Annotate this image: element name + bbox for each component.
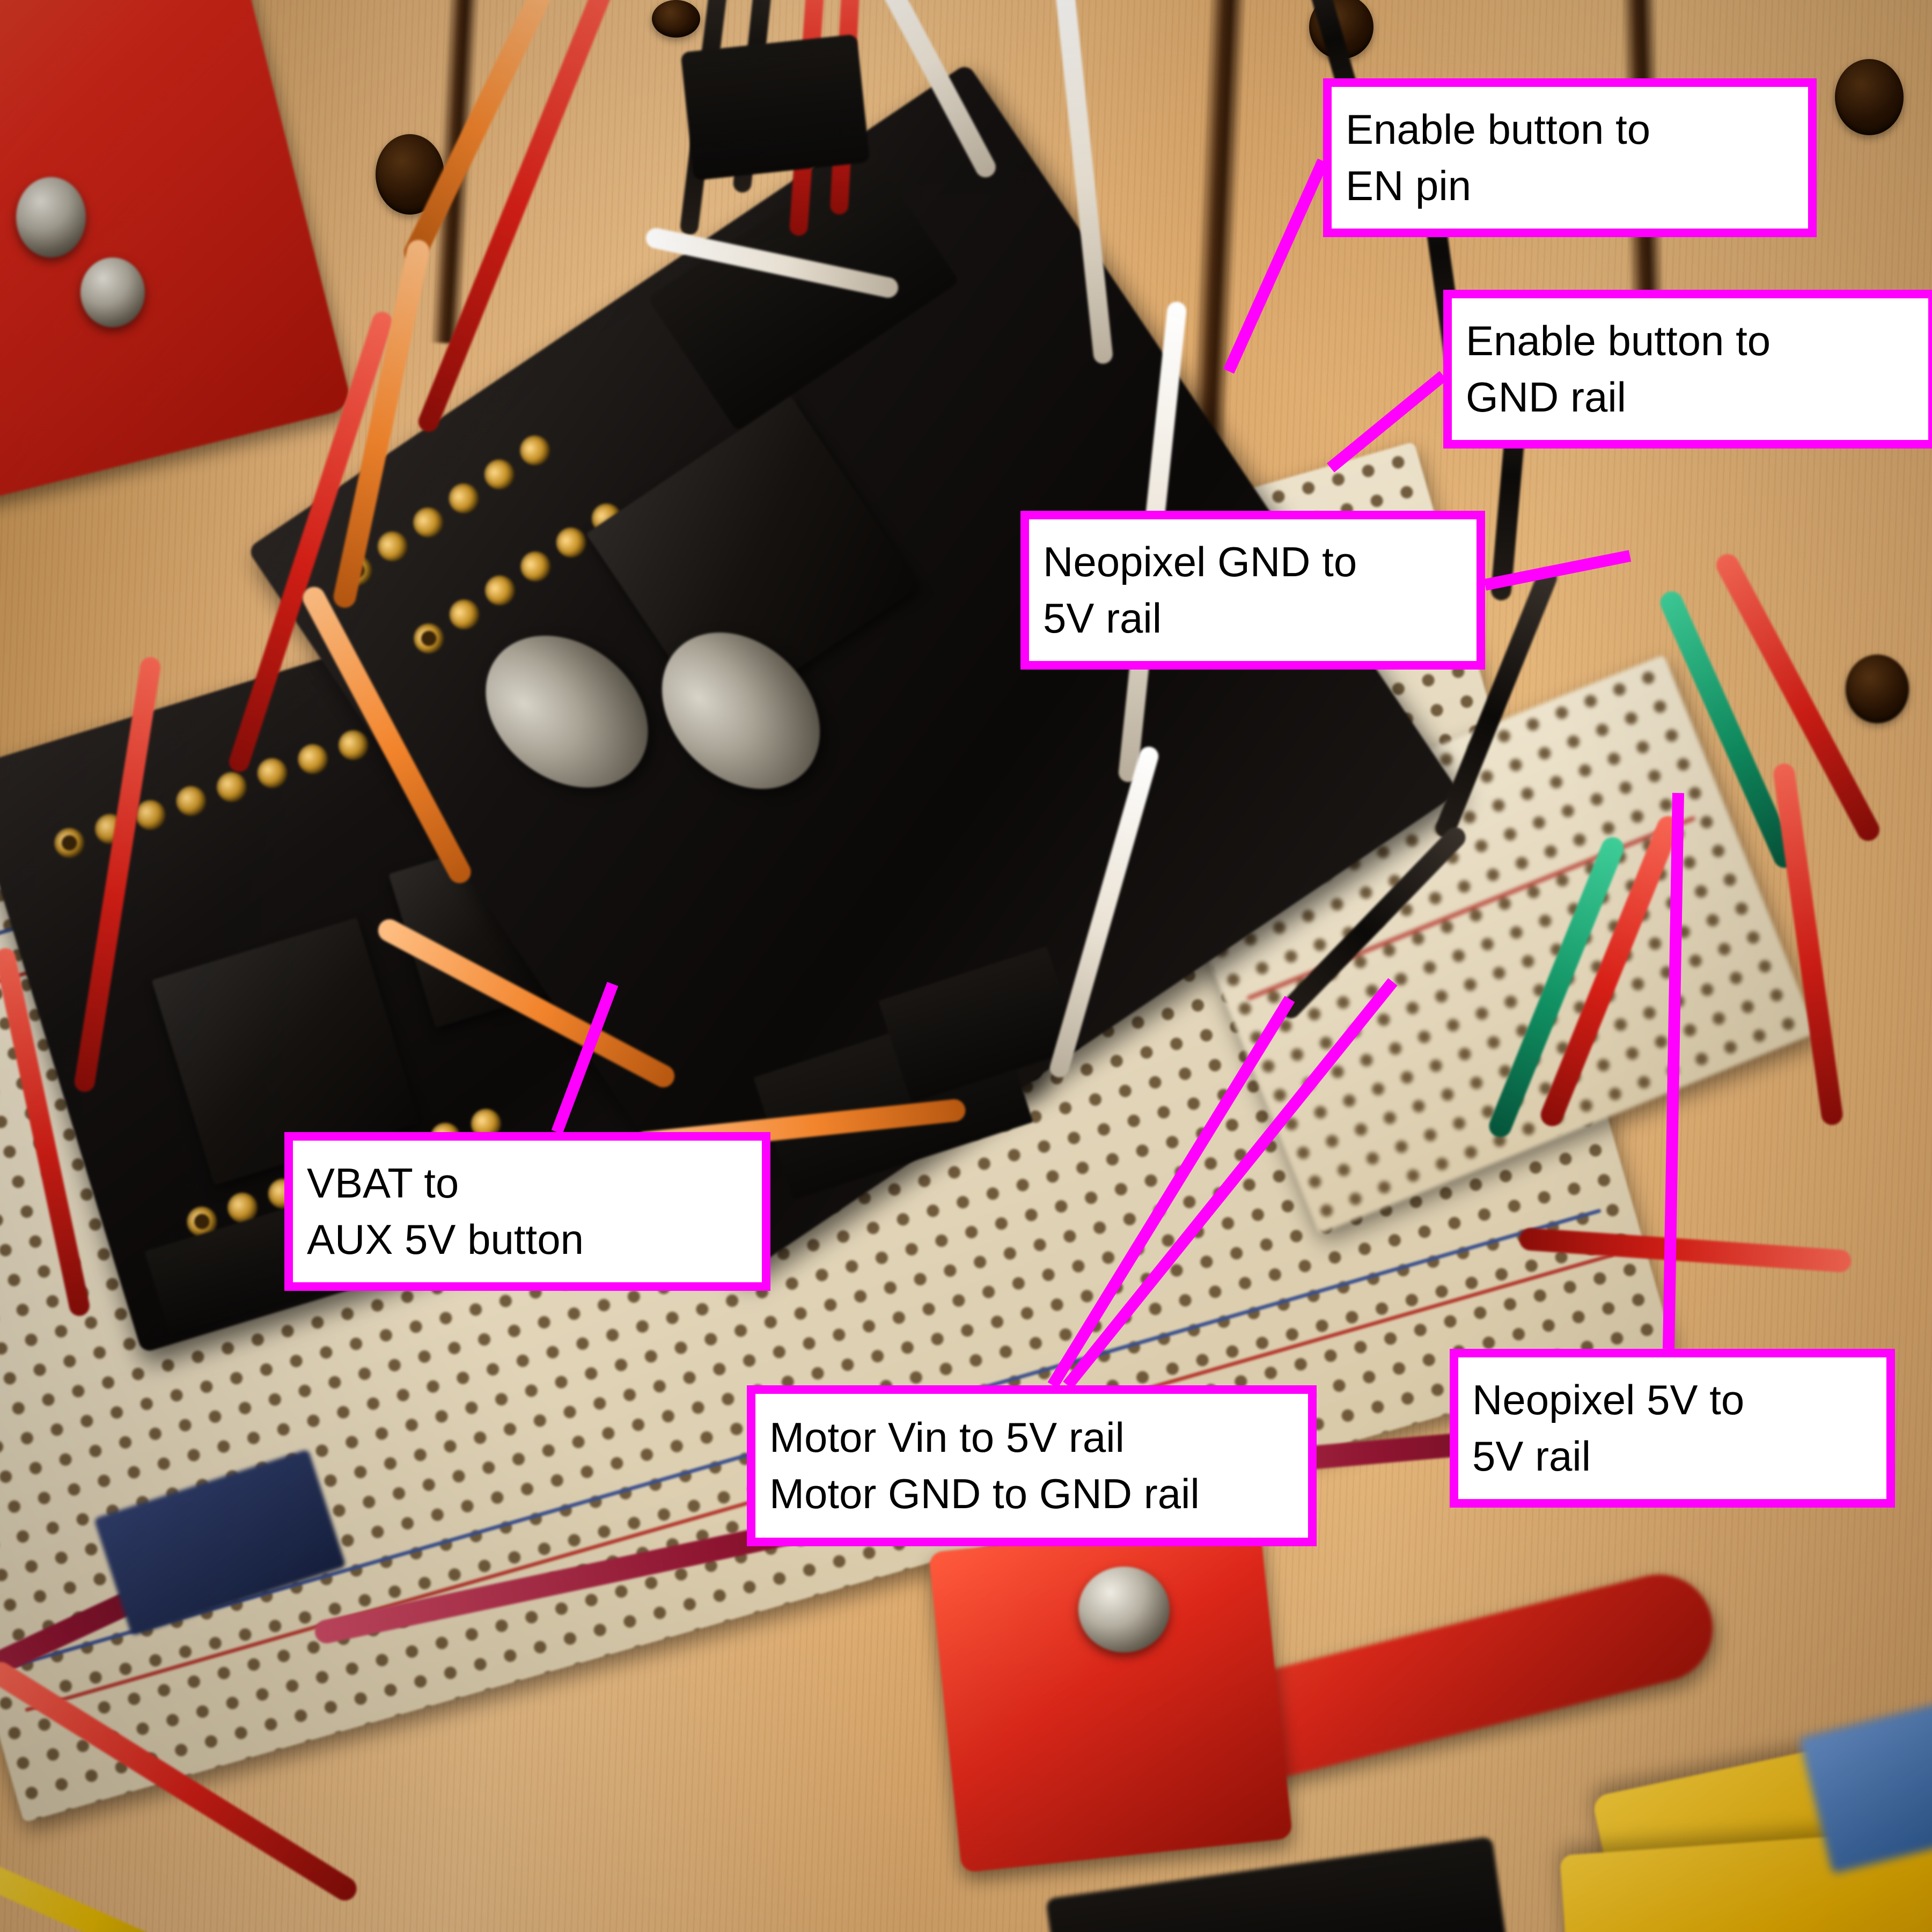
callout-line: Neopixel GND to — [1043, 538, 1357, 586]
callout-vbat-aux[interactable]: VBAT to AUX 5V button — [284, 1132, 770, 1291]
peg-hole — [652, 0, 700, 38]
callout-motor-power[interactable]: Motor Vin to 5V rail Motor GND to GND ra… — [747, 1385, 1317, 1546]
callout-line: 5V rail — [1472, 1433, 1591, 1480]
callout-line: EN pin — [1346, 162, 1472, 209]
bracket-screw — [16, 177, 86, 258]
callout-line: Neopixel 5V to — [1472, 1376, 1745, 1424]
callout-line: Enable button to — [1466, 317, 1771, 365]
callout-line: Motor Vin to 5V rail — [769, 1414, 1125, 1461]
peg-hole — [1846, 655, 1909, 723]
callout-neopixel-5v[interactable]: Neopixel 5V to 5V rail — [1450, 1349, 1895, 1508]
bracket-screw — [80, 258, 145, 327]
callout-neopixel-gnd[interactable]: Neopixel GND to 5V rail — [1020, 511, 1485, 670]
callout-enable-gnd[interactable]: Enable button to GND rail — [1443, 290, 1932, 449]
terminal-screw — [1078, 1567, 1170, 1652]
callout-line: VBAT to — [307, 1159, 459, 1207]
peg-hole — [1835, 59, 1904, 135]
callout-enable-en[interactable]: Enable button to EN pin — [1323, 78, 1817, 237]
callout-line: Motor GND to GND rail — [769, 1470, 1200, 1517]
callout-line: AUX 5V button — [307, 1216, 584, 1263]
callout-line: Enable button to — [1346, 106, 1651, 153]
callout-line: GND rail — [1466, 373, 1627, 421]
callout-line: 5V rail — [1043, 594, 1162, 642]
